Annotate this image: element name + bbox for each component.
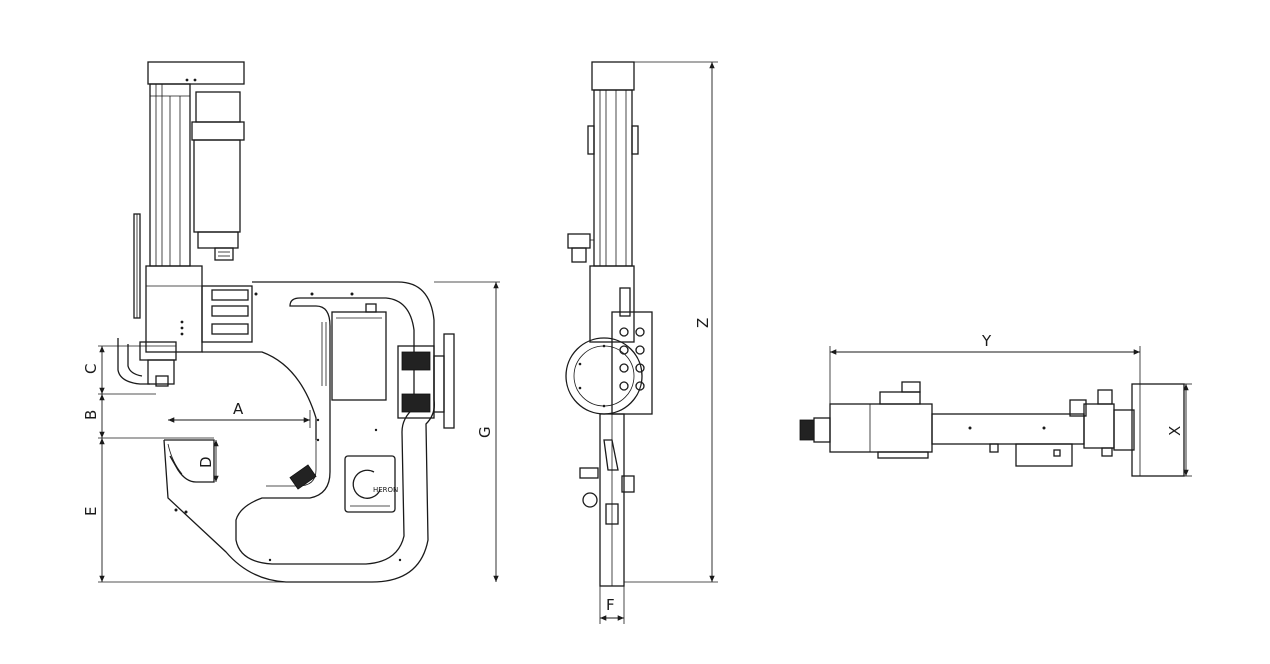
label-b: B <box>82 410 100 420</box>
label-a: A <box>233 400 244 418</box>
label-e: E <box>82 507 100 516</box>
label-f: F <box>606 596 615 614</box>
label-d: D <box>197 456 215 468</box>
side-view: F Z <box>565 61 718 624</box>
label-y: Y <box>981 332 992 350</box>
front-view: HERON A C B E D G <box>82 61 500 583</box>
label-z: Z <box>694 318 712 328</box>
top-view: Y X <box>799 332 1192 477</box>
brand-badge: HERON <box>373 486 398 494</box>
label-c: C <box>82 364 100 374</box>
label-g: G <box>476 426 494 438</box>
label-x: X <box>1166 426 1184 436</box>
